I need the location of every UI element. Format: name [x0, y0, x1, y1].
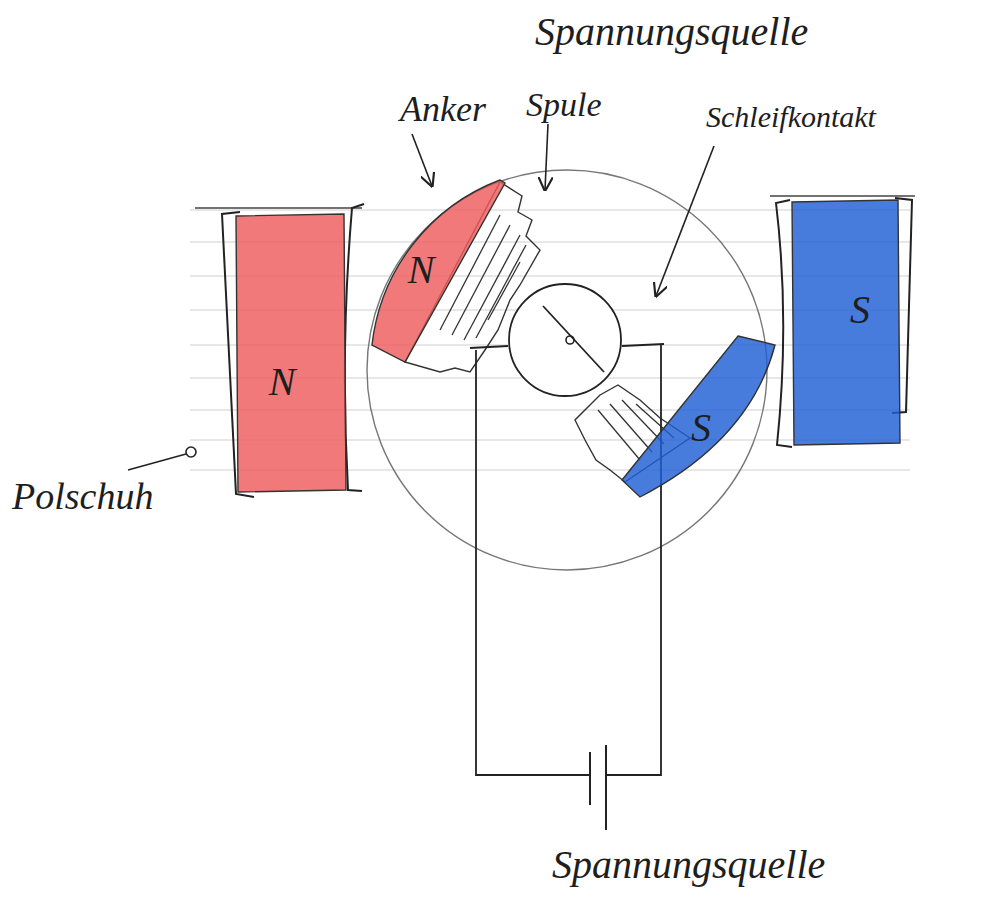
pole-letter: N — [269, 362, 296, 402]
hatch-line — [488, 262, 520, 320]
brush — [622, 344, 664, 346]
part-label: Spannungsquelle — [552, 843, 825, 887]
armature-circle — [367, 170, 767, 570]
leader-end — [186, 447, 196, 457]
pole-shoe — [345, 204, 364, 491]
magnet-top-line — [195, 207, 362, 208]
pole-shape — [232, 214, 348, 492]
pole-shoe — [776, 200, 792, 447]
pole-fill — [236, 214, 346, 492]
commutator-gap — [543, 306, 604, 372]
pole-fill — [792, 200, 900, 445]
armature-pole: N — [365, 175, 525, 370]
pole-shape — [365, 175, 525, 370]
pole-letter: S — [691, 408, 711, 448]
stator-magnet: S — [790, 200, 902, 445]
hatch-line — [598, 410, 640, 460]
hatch-line — [610, 404, 652, 452]
pole-fill — [372, 180, 505, 362]
pole-letter: N — [408, 250, 435, 290]
leader-arrow — [412, 134, 432, 186]
leader-arrow — [656, 146, 714, 296]
part-label: Anker — [400, 90, 486, 130]
leader-arrow — [545, 124, 548, 190]
leader-line — [128, 454, 186, 470]
battery-plate — [605, 745, 607, 830]
battery-plate — [589, 752, 591, 805]
part-label: Polschuh — [12, 476, 153, 518]
brush — [470, 346, 508, 348]
magnet-top-line — [770, 195, 915, 196]
part-label: Spule — [526, 86, 602, 123]
commutator — [509, 284, 621, 396]
pole-fill — [622, 336, 775, 497]
axle — [566, 336, 574, 344]
armature-pole: S — [615, 330, 780, 500]
wire — [476, 350, 590, 775]
part-label: Schleifkontakt — [706, 100, 876, 133]
part-label: Spannungsquelle — [535, 10, 808, 54]
pole-shape — [790, 200, 902, 445]
pole-letter: S — [850, 290, 870, 330]
stator-magnet: N — [232, 214, 348, 492]
wire — [605, 344, 661, 775]
